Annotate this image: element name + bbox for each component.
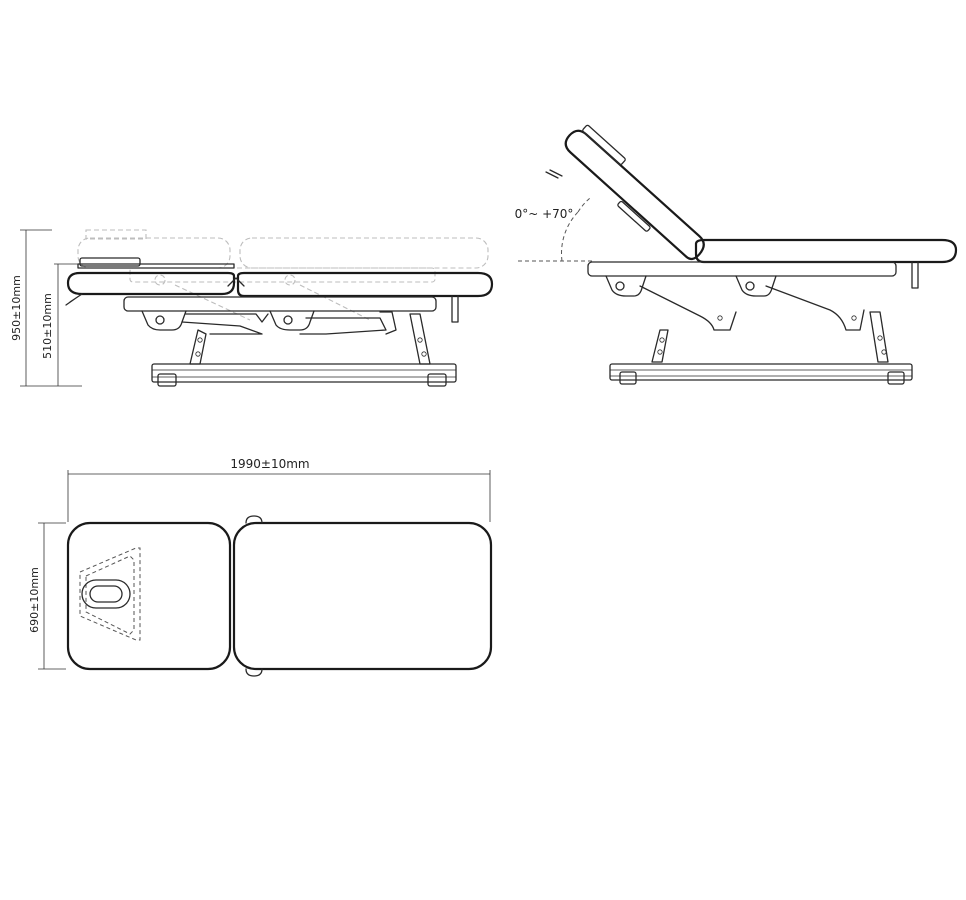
width-dimension: 690±10mm: [28, 522, 66, 670]
raised-position-ghost: [77, 229, 489, 321]
backrest-angle-label: 0°~ +70°: [515, 207, 574, 221]
height-dimension: 950±10mm 510±10mm: [10, 229, 82, 387]
length-label: 1990±10mm: [230, 457, 309, 471]
width-label: 690±10mm: [28, 567, 41, 633]
top-view: [66, 515, 493, 677]
min-height-label: 510±10mm: [41, 293, 54, 359]
tilted-side-view: 0°~ +70°: [515, 124, 958, 385]
total-height-label: 950±10mm: [10, 275, 23, 341]
side-view: [65, 229, 494, 387]
length-dimension: 1990±10mm: [67, 457, 491, 522]
